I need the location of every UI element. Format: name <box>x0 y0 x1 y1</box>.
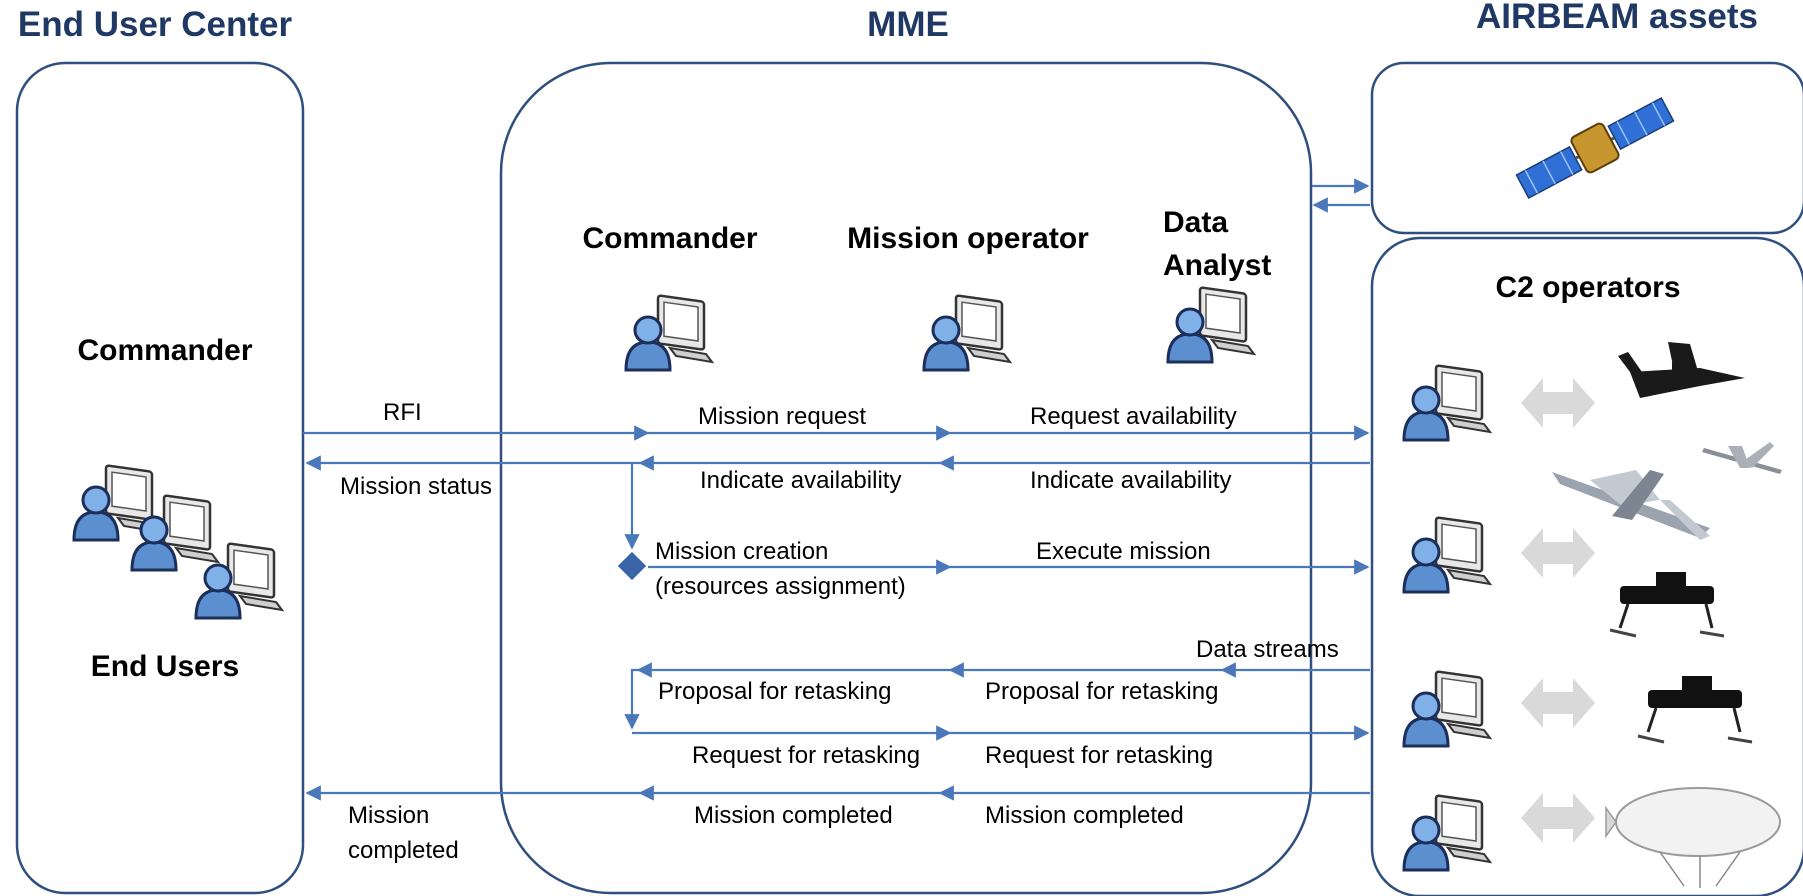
label-execute-mission: Execute mission <box>1036 538 1211 565</box>
mme-commander-label: Commander <box>582 222 757 255</box>
label-rfi: RFI <box>383 399 422 426</box>
end-users-group-icon <box>72 463 284 620</box>
label-request-retasking-right: Request for retasking <box>985 742 1213 769</box>
double-arrow-icon <box>1521 378 1595 428</box>
mme-panel <box>499 61 1313 895</box>
satellite-icon <box>1515 97 1675 199</box>
twin-prop-aircraft-icon <box>1618 342 1745 398</box>
double-arrow-icon <box>1521 678 1595 728</box>
c2-operators-title: C2 operators <box>1495 271 1680 304</box>
end-user-center-panel <box>15 61 305 895</box>
label-mission-creation-line1: Mission creation <box>655 538 828 565</box>
end-users-label: End Users <box>91 650 239 683</box>
drone-icon <box>1637 676 1753 744</box>
label-proposal-retasking-right: Proposal for retasking <box>985 678 1218 705</box>
label-request-availability: Request availability <box>1030 403 1237 430</box>
airbeam-assets-panel <box>1370 61 1803 235</box>
arrow-retasking-loop <box>624 668 640 730</box>
data-analyst-label-line1: Data <box>1163 206 1228 239</box>
label-mission-creation-line2: (resources assignment) <box>655 573 906 600</box>
c2-operator-4-icon <box>1402 793 1492 872</box>
label-mission-completed-right: Mission completed <box>985 802 1184 829</box>
label-mission-status: Mission status <box>340 473 492 500</box>
data-analyst-workstation-icon <box>1166 285 1256 364</box>
airship-icon <box>1605 787 1781 888</box>
label-mission-completed-left-line1: Mission <box>348 802 429 829</box>
end-user-commander-label: Commander <box>77 334 252 367</box>
drone-icon <box>1609 572 1725 638</box>
label-mission-completed-left-line2: completed <box>348 837 459 864</box>
label-mission-completed-mid: Mission completed <box>694 802 893 829</box>
light-aircraft-icon <box>1552 470 1710 540</box>
mission-operator-label: Mission operator <box>847 222 1089 255</box>
label-request-retasking-left: Request for retasking <box>692 742 920 769</box>
header-end-user-center: End User Center <box>18 5 293 44</box>
commander-workstation-icon <box>624 293 714 372</box>
double-arrow-icon <box>1521 793 1595 843</box>
data-analyst-label-line2: Analyst <box>1163 249 1271 282</box>
c2-operator-1-icon <box>1402 363 1492 442</box>
c2-operator-2-icon <box>1402 515 1492 594</box>
mission-operator-workstation-icon <box>922 293 1012 372</box>
label-proposal-retasking-left: Proposal for retasking <box>658 678 891 705</box>
c2-operator-3-icon <box>1402 669 1492 748</box>
small-jet-icon <box>1702 442 1782 474</box>
label-indicate-availability-right: Indicate availability <box>1030 467 1231 494</box>
label-mission-request: Mission request <box>698 403 866 430</box>
c2-operators-panel <box>1370 236 1803 896</box>
label-indicate-availability-left: Indicate availability <box>700 467 901 494</box>
header-mme: MME <box>867 5 949 44</box>
double-arrow-icon <box>1521 528 1595 578</box>
decision-diamond <box>617 551 647 581</box>
header-airbeam-assets: AIRBEAM assets <box>1476 0 1758 36</box>
label-data-streams: Data streams <box>1196 636 1339 663</box>
